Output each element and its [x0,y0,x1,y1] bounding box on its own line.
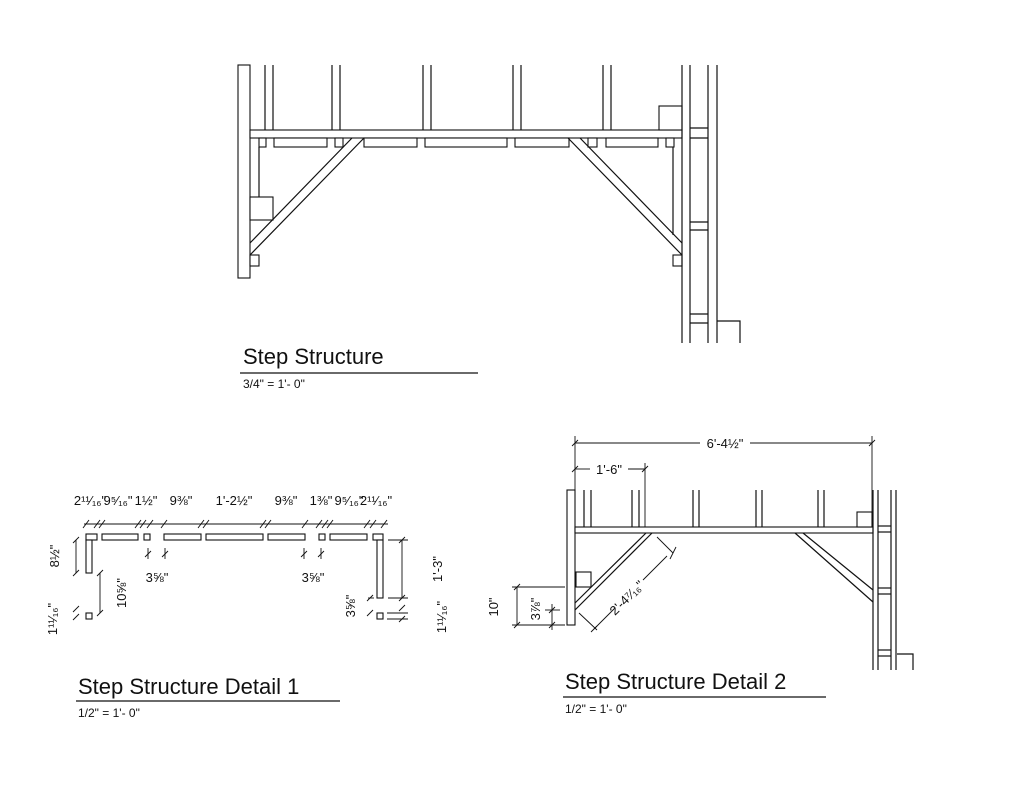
dim-label: 1¹¹⁄₁₆" [45,602,60,635]
drawing-scale: 1/2" = 1'- 0" [78,706,140,720]
dim-stud-spacing: 1'-6" [596,462,622,477]
dim-label: 1'-2½" [216,493,253,508]
joists [258,137,675,148]
dim-brace-offset: 3⅞" [528,597,543,620]
dim-brace-length: 2'-4⁷⁄₁₆" [607,577,648,618]
drawing-scale: 3/4" = 1'- 0" [243,377,305,391]
right-brace [567,137,683,256]
dim-label: 1¹¹⁄₁₆" [434,600,449,633]
dim-label: 9⁵⁄₁₆" [103,493,132,508]
dim-label: 10⅝" [114,578,129,608]
dim-label: 9⅜" [275,493,298,508]
drawing-title: Step Structure [243,344,384,369]
dim-label: 3⅝" [146,570,169,585]
detail-2-drawing: 6'-4½" 1'-6" [486,436,914,670]
dim-label: 3⅝" [343,594,358,617]
step-structure-drawing [237,64,741,343]
drawing-scale: 1/2" = 1'- 0" [565,702,627,716]
right-brace [794,532,874,603]
studs [264,65,612,130]
dim-label: 1½" [135,493,158,508]
dim-label: 2¹¹⁄₁₆" [360,493,393,508]
dim-label: 3⅝" [302,570,325,585]
dim-label: 8½" [47,544,62,567]
left-post [237,64,251,279]
dim-overall-width: 6'-4½" [707,436,744,451]
dim-label: 9⅜" [170,493,193,508]
beam [249,129,683,139]
left-brace [249,137,365,256]
right-wall [681,65,718,343]
drawing-title: Step Structure Detail 2 [565,669,786,694]
right-wall [872,490,897,670]
dim-label: 9⁵⁄₁₆" [334,493,363,508]
dim-label: 2¹¹⁄₁₆" [74,493,107,508]
dim-label: 1⅜" [310,493,333,508]
beam [574,526,874,534]
dim-post: 10" [486,597,501,616]
left-post [566,489,576,626]
drawing-title: Step Structure Detail 1 [78,674,299,699]
dim-label: 1'-3" [430,556,445,582]
detail-1-drawing: 2¹¹⁄₁₆" 9⁵⁄₁₆" 1½" 9⅜" 1'-2½" 9⅜" 1⅜" 9⁵… [45,493,449,635]
left-brace [574,532,653,611]
